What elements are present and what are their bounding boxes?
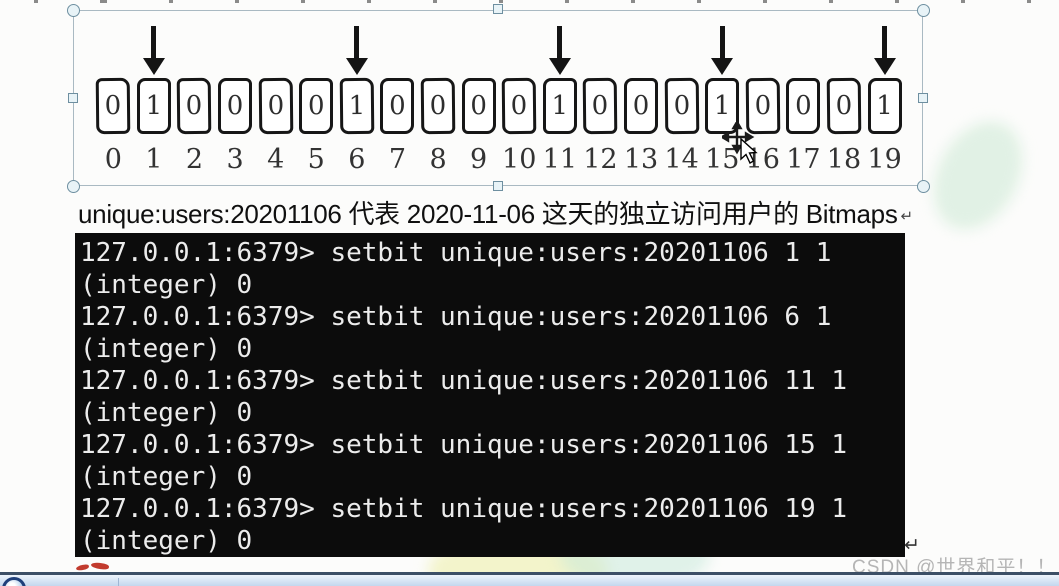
down-arrow-icon	[873, 26, 896, 75]
cropped-red-text	[90, 562, 110, 570]
redis-terminal: 127.0.0.1:6379> setbit unique:users:2020…	[75, 233, 905, 557]
caption-line: unique:users:20201106 代表 2020-11-06 这天的独…	[78, 194, 913, 231]
bit-value: 0	[826, 77, 862, 135]
bit-value: 1	[867, 78, 902, 134]
terminal-line: (integer) 0	[80, 398, 253, 428]
terminal-line: (integer) 0	[80, 334, 253, 364]
down-arrow-icon	[345, 26, 368, 75]
bit-cell: 0	[215, 78, 256, 134]
bit-index-label: 7	[388, 144, 407, 175]
bit-value: 1	[136, 78, 171, 134]
bit-index-label: 5	[307, 144, 325, 175]
bit-cell: 0	[580, 77, 621, 135]
bit-index-label: 18	[826, 144, 862, 175]
bit-cell: 1	[864, 78, 905, 134]
bit-cell: 0	[255, 77, 296, 135]
bit-cell: 1	[337, 77, 378, 135]
bit-index-label: 8	[429, 144, 447, 175]
terminal-line: 127.0.0.1:6379> setbit unique:users:2020…	[80, 430, 848, 460]
bit-cell: 0	[377, 78, 418, 134]
bit-value: 0	[177, 77, 212, 135]
bit-value: 0	[380, 78, 415, 134]
terminal-line: (integer) 0	[80, 270, 253, 300]
bit-index-label: 17	[786, 144, 821, 175]
bit-value: 0	[258, 77, 293, 135]
bit-index-label: 10	[502, 144, 537, 175]
background-blob	[915, 105, 1041, 246]
bit-value: 1	[339, 77, 375, 135]
selection-handle-top-right[interactable]	[916, 3, 930, 17]
bit-index-label: 13	[623, 144, 659, 175]
bit-index-label: 6	[348, 144, 366, 175]
bit-cell: 0	[783, 78, 824, 134]
bit-arrows	[93, 26, 905, 78]
bit-cell: 0	[661, 77, 702, 135]
paragraph-return-mark: ↵	[904, 535, 920, 556]
bit-cell: 1	[702, 78, 743, 134]
terminal-line: (integer) 0	[80, 526, 253, 556]
bit-index-label: 11	[542, 144, 577, 175]
bit-cell: 0	[296, 78, 337, 134]
bit-cell: 0	[621, 78, 662, 134]
bit-value: 0	[218, 78, 253, 134]
terminal-line: 127.0.0.1:6379> setbit unique:users:2020…	[80, 302, 832, 332]
bit-index-label: 12	[583, 144, 618, 175]
terminal-line: (integer) 0	[80, 462, 253, 492]
bit-cell: 0	[499, 77, 540, 135]
paragraph-return-mark: ↵	[900, 208, 914, 225]
bit-cell: 1	[540, 78, 581, 134]
terminal-line: 127.0.0.1:6379> setbit unique:users:2020…	[80, 494, 848, 524]
bit-index-label: 2	[185, 144, 204, 175]
bit-value: 0	[420, 77, 456, 135]
bit-value: 0	[96, 77, 131, 135]
selection-handle-top-left[interactable]	[66, 3, 80, 17]
bit-value: 0	[501, 77, 537, 135]
bit-value: 0	[624, 78, 659, 134]
selection-handle-bottom-middle[interactable]	[493, 181, 503, 191]
bit-cell: 0	[174, 77, 215, 135]
taskbar-app-icon[interactable]	[2, 577, 26, 586]
terminal-line: 127.0.0.1:6379> setbit unique:users:2020…	[80, 238, 832, 268]
caption-text: unique:users:20201106 代表 2020-11-06 这天的独…	[78, 199, 898, 229]
bit-cell: 0	[418, 77, 459, 135]
cropped-red-text	[75, 563, 90, 572]
bit-value: 1	[705, 78, 740, 134]
bit-index-label: 1	[145, 144, 163, 175]
bit-value: 1	[542, 78, 577, 134]
terminal-line: 127.0.0.1:6379> setbit unique:users:2020…	[80, 366, 848, 396]
bit-value: 0	[299, 78, 334, 134]
bit-cell: 0	[824, 77, 865, 135]
bit-index-label: 9	[470, 144, 488, 175]
bit-cell: 1	[134, 78, 175, 134]
down-arrow-icon	[548, 26, 571, 75]
selection-handle-right-middle[interactable]	[918, 93, 928, 103]
selection-handle-left-middle[interactable]	[68, 93, 78, 103]
bit-value: 0	[786, 78, 821, 134]
bit-value: 0	[461, 78, 496, 134]
bit-index-label: 19	[867, 144, 902, 175]
selection-handle-bottom-right[interactable]	[916, 179, 930, 193]
selection-handle-bottom-left[interactable]	[66, 179, 80, 193]
bit-index-label: 3	[226, 144, 244, 175]
bit-index-label: 14	[664, 144, 699, 175]
selection-handle-top-middle[interactable]	[493, 4, 503, 14]
bit-index-label: 4	[267, 144, 285, 175]
bit-value: 0	[583, 77, 618, 135]
taskbar	[0, 572, 1059, 586]
bit-index-label: 15	[705, 144, 740, 175]
bit-cell: 0	[93, 77, 134, 135]
mouse-move-cursor	[719, 119, 762, 169]
bit-value: 0	[664, 77, 699, 135]
cropped-text-remnants	[0, 0, 1059, 3]
bit-index-label: 0	[104, 144, 122, 175]
down-arrow-icon	[142, 26, 165, 75]
taskbar-separator	[118, 578, 119, 586]
bit-cell: 0	[458, 78, 499, 134]
down-arrow-icon	[711, 26, 734, 75]
